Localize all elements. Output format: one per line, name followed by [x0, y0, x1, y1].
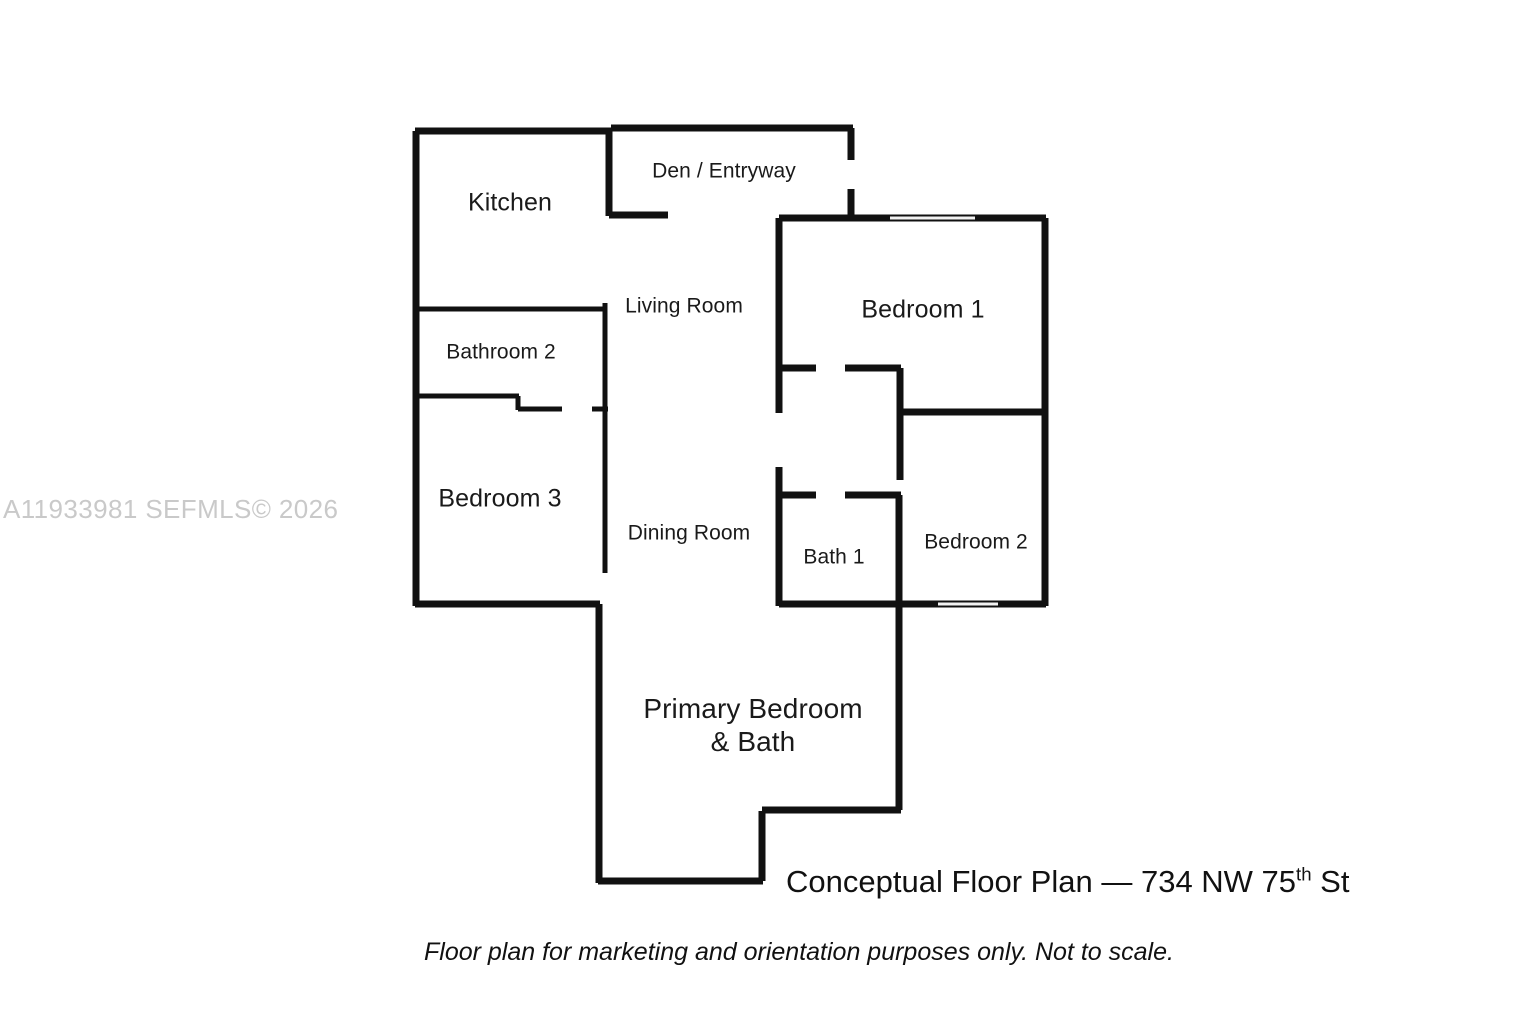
mls-watermark: A11933981 SEFMLS© 2026 — [3, 494, 339, 524]
room-label-bedroom-2: Bedroom 2 — [924, 530, 1028, 554]
room-label-bedroom-1: Bedroom 1 — [861, 295, 985, 324]
room-label-bath-1: Bath 1 — [803, 545, 865, 569]
plan-title-superscript: th — [1296, 863, 1312, 885]
room-label-primary-bedroom: Primary Bedroom & Bath — [643, 691, 862, 757]
plan-title-suffix: St — [1311, 864, 1350, 899]
plan-title: Conceptual Floor Plan — 734 NW 75th St — [786, 864, 1349, 900]
plan-disclaimer: Floor plan for marketing and orientation… — [424, 938, 1174, 966]
room-label-bedroom-3: Bedroom 3 — [438, 484, 562, 513]
wall-group-structural — [412, 124, 1049, 885]
plan-title-prefix: Conceptual Floor Plan — 734 NW 75 — [786, 864, 1297, 899]
room-label-kitchen: Kitchen — [467, 188, 553, 217]
primary-bedroom-line-2: & Bath — [710, 725, 796, 757]
room-label-bathroom-2: Bathroom 2 — [446, 340, 556, 364]
primary-bedroom-line-1: Primary Bedroom — [643, 692, 863, 724]
room-label-dining-room: Dining Room — [627, 521, 751, 545]
room-label-den-entryway: Den / Entryway — [652, 159, 796, 183]
wall-group-partition — [413, 251, 608, 573]
window-group — [888, 214, 1000, 608]
room-label-living-room: Living Room — [625, 294, 743, 318]
